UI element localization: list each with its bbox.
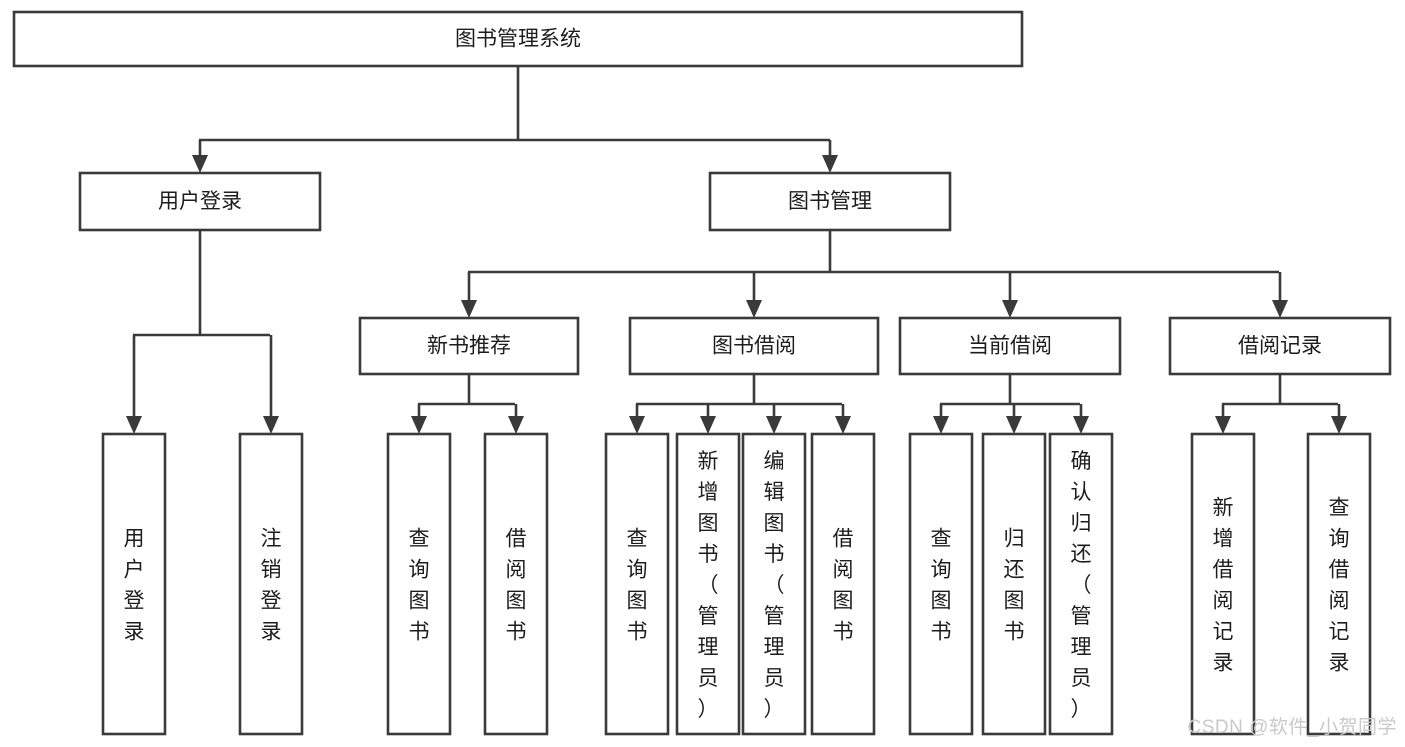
node-new-book-recommend[interactable]: 新书推荐 (358, 316, 580, 376)
arrow-head-icon (1331, 416, 1347, 434)
node-box[interactable] (708, 171, 952, 232)
node-leaf-edit-book-admin[interactable]: 编辑图书（管理员） (741, 432, 807, 736)
arrow-head-icon (1006, 416, 1022, 434)
node-label: 归还图书 (1004, 528, 1025, 644)
node-label: 图书管理 (788, 190, 872, 213)
arrow-head-icon (461, 300, 477, 318)
node-borrow-record[interactable]: 借阅记录 (1168, 316, 1392, 376)
arrow-head-icon (1215, 416, 1231, 434)
node-box[interactable] (1048, 432, 1114, 736)
node-label: 借阅图书 (506, 528, 527, 644)
node-box[interactable] (101, 432, 167, 736)
node-leaf-user-login[interactable]: 用户登录 (101, 432, 167, 736)
node-leaf-return-book[interactable]: 归还图书 (981, 432, 1047, 736)
node-label: 查询图书 (931, 528, 952, 644)
connector-layer (126, 66, 1347, 434)
arrow-head-icon (126, 416, 142, 434)
arrow-head-icon (629, 416, 645, 434)
node-root-system[interactable]: 图书管理系统 (12, 10, 1024, 68)
arrow-head-icon (411, 416, 427, 434)
node-box[interactable] (675, 432, 741, 736)
node-leaf-borrow-book[interactable]: 借阅图书 (810, 432, 876, 736)
node-leaf-borrow-book-rec[interactable]: 借阅图书 (483, 432, 549, 736)
node-current-borrow[interactable]: 当前借阅 (898, 316, 1122, 376)
node-layer: 图书管理系统用户登录图书管理新书推荐图书借阅当前借阅借阅记录用户登录注销登录查询… (12, 10, 1392, 736)
arrow-head-icon (822, 155, 838, 173)
arrow-head-icon (746, 300, 762, 318)
node-box[interactable] (12, 10, 1024, 68)
node-leaf-add-book-admin[interactable]: 新增图书（管理员） (675, 432, 741, 736)
node-label: 确认归还（管理员） (1071, 450, 1092, 721)
arrow-head-icon (1272, 300, 1288, 318)
node-leaf-confirm-return-admin[interactable]: 确认归还（管理员） (1048, 432, 1114, 736)
node-box[interactable] (604, 432, 670, 736)
arrow-head-icon (263, 416, 279, 434)
arrow-head-icon (192, 155, 208, 173)
node-label: 借阅记录 (1238, 335, 1322, 358)
node-label: 借阅图书 (833, 528, 854, 644)
node-box[interactable] (386, 432, 452, 736)
node-box[interactable] (1190, 432, 1256, 736)
node-box[interactable] (810, 432, 876, 736)
node-box[interactable] (1168, 316, 1392, 376)
node-label: 查询借阅记录 (1329, 497, 1350, 675)
node-label: 用户登录 (124, 528, 145, 644)
node-label: 查询图书 (409, 528, 430, 644)
node-user-login[interactable]: 用户登录 (78, 171, 322, 232)
node-book-borrow[interactable]: 图书借阅 (628, 316, 880, 376)
node-leaf-query-book-current[interactable]: 查询图书 (908, 432, 974, 736)
arrow-head-icon (700, 416, 716, 434)
node-book-manage[interactable]: 图书管理 (708, 171, 952, 232)
arrow-head-icon (766, 416, 782, 434)
node-label: 图书借阅 (712, 335, 796, 358)
arrow-head-icon (933, 416, 949, 434)
node-label: 新增图书（管理员） (698, 450, 719, 721)
node-label: 注销登录 (261, 528, 282, 644)
node-box[interactable] (78, 171, 322, 232)
arrow-head-icon (1073, 416, 1089, 434)
node-leaf-query-book-borrow[interactable]: 查询图书 (604, 432, 670, 736)
arrow-head-icon (835, 416, 851, 434)
node-leaf-user-logout[interactable]: 注销登录 (238, 432, 304, 736)
node-box[interactable] (358, 316, 580, 376)
node-leaf-query-book-rec[interactable]: 查询图书 (386, 432, 452, 736)
node-label: 图书管理系统 (455, 28, 581, 51)
node-leaf-query-borrow-record[interactable]: 查询借阅记录 (1306, 432, 1372, 736)
node-label: 编辑图书（管理员） (764, 450, 785, 721)
node-label: 查询图书 (627, 528, 648, 644)
node-leaf-add-borrow-record[interactable]: 新增借阅记录 (1190, 432, 1256, 736)
node-box[interactable] (741, 432, 807, 736)
node-box[interactable] (238, 432, 304, 736)
arrow-head-icon (1002, 300, 1018, 318)
arrow-head-icon (508, 416, 524, 434)
node-label: 新书推荐 (427, 335, 511, 358)
node-box[interactable] (628, 316, 880, 376)
node-label: 新增借阅记录 (1213, 497, 1234, 675)
node-label: 当前借阅 (968, 335, 1052, 358)
node-label: 用户登录 (158, 190, 242, 213)
watermark-text: CSDN @软件_小贺同学 (1187, 717, 1397, 738)
node-box[interactable] (908, 432, 974, 736)
node-box[interactable] (898, 316, 1122, 376)
node-box[interactable] (1306, 432, 1372, 736)
node-box[interactable] (483, 432, 549, 736)
node-box[interactable] (981, 432, 1047, 736)
